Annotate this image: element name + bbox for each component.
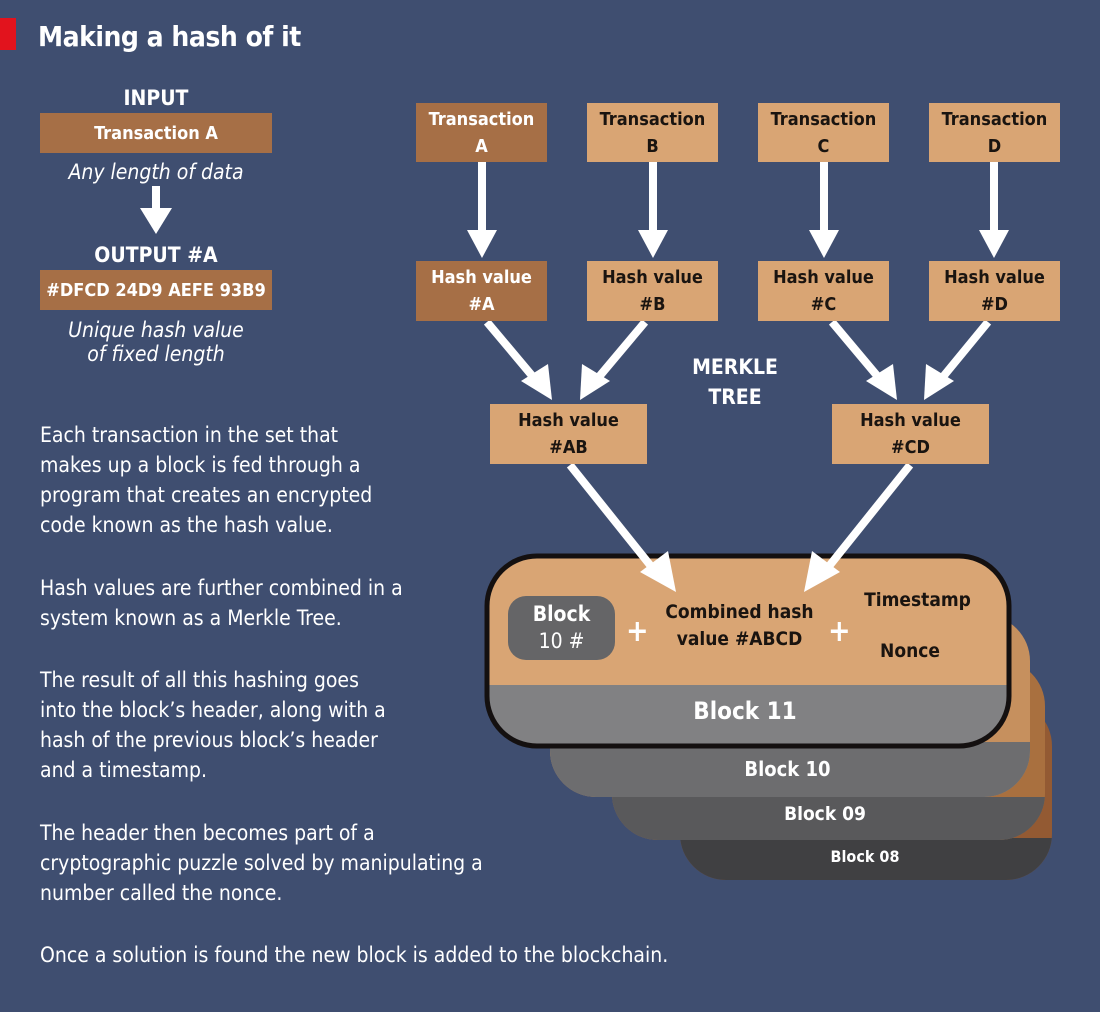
page-title: Making a hash of it: [38, 20, 301, 53]
block-08-label: Block 08: [830, 847, 900, 866]
paragraph-line: Each transaction in the set that: [40, 423, 339, 447]
output-label: OUTPUT #A: [94, 243, 218, 267]
input-transaction-box: Transaction A: [40, 113, 272, 153]
block-10-label: Block 10: [744, 757, 831, 781]
hash-d-box: Hash value #D: [929, 261, 1060, 321]
combined-hash-label: Combined hash value #ABCD: [652, 599, 827, 653]
merkle-tree-label: MERKLE TREE: [660, 352, 810, 412]
merkle-label-line2: TREE: [708, 385, 762, 409]
nonce-label: Nonce: [880, 640, 940, 662]
transaction-c-line2: C: [817, 135, 830, 157]
hash-a-box: Hash value #A: [416, 261, 547, 321]
hash-d-line1: Hash value: [944, 267, 1045, 288]
paragraph-line: into the block’s header, along with a: [40, 698, 386, 722]
paragraph-5: Once a solution is found the new block i…: [40, 940, 800, 970]
paragraph-1: Each transaction in the set that makes u…: [40, 420, 480, 540]
merkle-label-line1: MERKLE: [692, 355, 778, 379]
prev-block-hash-label: Block 10 #: [508, 601, 615, 655]
prev-block-hash-pill: [508, 596, 615, 660]
input-label: INPUT: [123, 86, 189, 110]
arrow-tx-c: [809, 162, 839, 258]
paragraph-line: cryptographic puzzle solved by manipulat…: [40, 851, 483, 875]
plus-icon: +: [828, 614, 851, 649]
hash-cd-line2: #CD: [891, 437, 930, 458]
prev-block-line2: 10 #: [538, 629, 585, 653]
transaction-d-line1: Transaction: [941, 108, 1048, 130]
hash-c-line1: Hash value: [773, 267, 874, 288]
paragraph-3: The result of all this hashing goes into…: [40, 665, 480, 785]
output-note-line1: Unique hash value: [68, 318, 244, 342]
input-note: Any length of data: [68, 160, 244, 184]
paragraph-line: and a timestamp.: [40, 758, 208, 782]
hash-c-box: Hash value #C: [758, 261, 889, 321]
block-11-outline: [484, 553, 1012, 749]
paragraph-line: program that creates an encrypted: [40, 483, 373, 507]
paragraph-line: Hash values are further combined in a: [40, 576, 403, 600]
arrow-c-to-cd: [828, 319, 883, 381]
transaction-c-line1: Transaction: [770, 108, 877, 130]
paragraph-line: number called the nonce.: [40, 881, 283, 905]
arrow-tx-a: [467, 162, 497, 258]
hash-a-line1: Hash value: [431, 267, 532, 288]
output-note: Unique hash value of fixed length: [40, 318, 272, 366]
red-accent-bar: [0, 18, 16, 50]
combined-hash-line2: value #ABCD: [676, 628, 803, 650]
paragraph-4: The header then becomes part of a crypto…: [40, 818, 560, 908]
hash-cd-box: Hash value #CD: [832, 404, 989, 464]
hash-ab-line2: #AB: [549, 437, 588, 458]
output-hash-box: #DFCD 24D9 AEFE 93B9: [40, 270, 272, 310]
arrow-d-to-cd: [938, 319, 992, 381]
paragraph-line: system known as a Merkle Tree.: [40, 606, 342, 630]
paragraph-2: Hash values are further combined in a sy…: [40, 573, 480, 633]
hash-b-line1: Hash value: [602, 267, 703, 288]
transaction-a-line2: A: [475, 135, 488, 157]
paragraph-line: Once a solution is found the new block i…: [40, 943, 669, 967]
paragraph-line: The header then becomes part of a: [40, 821, 375, 845]
hash-c-line2: #C: [810, 294, 837, 315]
arrow-tx-d: [979, 162, 1009, 258]
paragraph-line: code known as the hash value.: [40, 513, 333, 537]
arrow-cd-to-combined: [822, 462, 914, 573]
combined-hash-line1: Combined hash: [665, 601, 814, 623]
arrow-b-to-ab: [594, 319, 649, 381]
hash-a-line2: #A: [468, 294, 495, 315]
plus-icon: +: [626, 614, 649, 649]
hash-ab-line1: Hash value: [518, 410, 619, 431]
transaction-b-line1: Transaction: [599, 108, 706, 130]
paragraph-line: hash of the previous block’s header: [40, 728, 378, 752]
transaction-b-line2: B: [646, 135, 659, 157]
paragraph-line: The result of all this hashing goes: [40, 668, 359, 692]
arrow-tx-b: [638, 162, 668, 258]
output-note-line2: of fixed length: [87, 342, 225, 366]
output-hash-text: #DFCD 24D9 AEFE 93B9: [46, 279, 266, 301]
transaction-d-line2: D: [987, 135, 1002, 157]
prev-block-line1: Block: [532, 602, 591, 626]
arrow-a-to-ab: [483, 319, 538, 381]
hash-d-line2: #D: [980, 294, 1008, 315]
transaction-a-line1: Transaction: [428, 108, 535, 130]
down-arrow-icon: [140, 186, 172, 234]
timestamp-label: Timestamp: [864, 589, 971, 611]
hash-b-line2: #B: [639, 294, 666, 315]
arrow-ab-to-combined: [566, 462, 658, 573]
block-09-label: Block 09: [784, 803, 866, 825]
input-transaction-text: Transaction A: [94, 122, 218, 144]
paragraph-line: makes up a block is fed through a: [40, 453, 361, 477]
hash-ab-box: Hash value #AB: [490, 404, 647, 464]
hash-b-box: Hash value #B: [587, 261, 718, 321]
hash-cd-line1: Hash value: [860, 410, 961, 431]
block-11-label: Block 11: [693, 697, 797, 725]
